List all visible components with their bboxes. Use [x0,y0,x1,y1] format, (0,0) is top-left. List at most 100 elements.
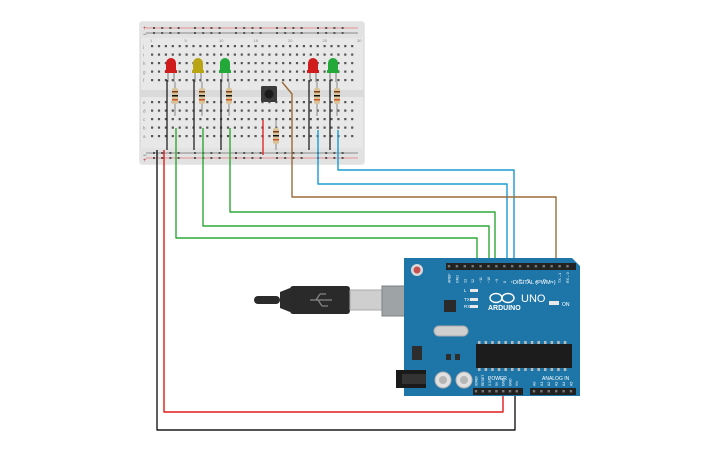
power-pin-label: IOREF [474,376,478,386]
usb-cable [254,285,431,317]
digital-label: DIGITAL (PWM~) [513,280,556,286]
digital-pin-label: ~5 [527,279,531,283]
digital-pin-label: GND [455,275,459,283]
digital-pin-label: 4 [534,281,538,283]
digital-pin-label: 13 [463,279,467,283]
resistor-5 [334,82,340,116]
digital-pin-label: ~9 [495,279,499,283]
row-letter: h [143,61,146,66]
leds [165,58,339,82]
digital-pin-label: AREF [448,273,452,283]
wire-black-gnd [156,150,516,431]
digital-pin-label: 8 [503,281,507,283]
power-pin-label: RESET [481,375,485,386]
analog-label: ANALOG IN [542,376,570,382]
rx-led-label: RX [464,304,470,309]
led-ground-legs [166,80,331,150]
digital-pin-label: ~11 [479,277,483,283]
row-letter: g [143,70,146,75]
model-label: UNO [521,293,546,305]
push-button[interactable] [261,86,277,102]
led-4[interactable] [307,58,319,82]
digital-pin-label: 2 [550,281,554,283]
wires [156,81,557,431]
l-led-label: L [464,288,467,293]
power-pin-label: Vin [515,381,519,386]
analog-header [530,388,576,395]
digital-pin-label: 7 [511,281,515,283]
analog-pin-label: A3 [555,382,559,386]
row-letter: d [143,109,146,114]
rail-minus-label-bottom: − [143,153,147,159]
wire-red-5v [163,150,504,413]
rail-plus-label: + [143,26,147,32]
power-pin-label: GND [502,378,506,386]
led-3[interactable] [219,58,231,82]
digital-pin-label: RX←0 [566,272,570,283]
row-letter: i [143,53,144,58]
wire-brown-button [281,81,557,268]
digital-pin-label: 12 [471,279,475,283]
power-pin-label: 3.3V [488,378,492,386]
wire-green-led3 [229,128,496,268]
atmega-chip [476,344,572,368]
usb-chip [444,300,456,312]
wire-blue-led4 [317,130,508,268]
brand-label: ARDUINO [488,305,521,312]
power-pin-label: 5V [495,381,499,386]
rail-minus-label: − [143,32,147,38]
on-label: ON [562,302,570,308]
row-letter: a [143,134,146,139]
wire-blue-led5 [337,130,515,268]
resistor-4 [314,82,320,116]
column-number: 15 [254,38,259,43]
column-number: 20 [288,38,293,43]
column-number: 1 [150,38,153,43]
voltage-regulator [412,346,422,360]
row-letter: f [143,78,145,83]
resistor-2 [199,82,205,116]
row-letter: j [142,44,144,49]
digital-pin-label: ~10 [487,277,491,283]
analog-pin-label: A0 [532,382,536,386]
analog-pin-label: A2 [547,382,551,386]
resistors [172,82,340,150]
analog-pin-label: A1 [540,382,544,386]
column-number: 25 [323,38,328,43]
row-letter: e [143,100,146,105]
row-letter: b [143,126,146,131]
wire-green-led2 [202,128,490,268]
digital-pin-label: ~3 [542,279,546,283]
arduino-infinity-logo [489,292,515,304]
power-label: POWER [488,376,507,382]
analog-pin-label: A4 [562,382,566,386]
column-number: 10 [219,38,224,43]
power-pin-label: GND [508,378,512,386]
resistor-button [273,120,279,150]
usb-icon [310,293,332,307]
digital-pin-label: ~6 [519,279,523,283]
tx-led-label: TX [464,297,470,302]
digital-pin-label: TX→1 [558,273,562,283]
wire-green-led1 [175,128,478,268]
row-letter: c [143,117,146,122]
led-1[interactable] [165,58,177,82]
column-number: 30 [357,38,362,43]
reset-button[interactable] [413,266,421,274]
column-number: 5 [185,38,188,43]
resistor-3 [226,82,232,116]
rail-plus-label-bottom: + [143,158,147,164]
analog-pin-label: A5 [569,382,573,386]
led-2[interactable] [192,58,204,82]
resistor-1 [172,82,178,116]
crystal [433,325,469,337]
power-header [473,388,523,395]
